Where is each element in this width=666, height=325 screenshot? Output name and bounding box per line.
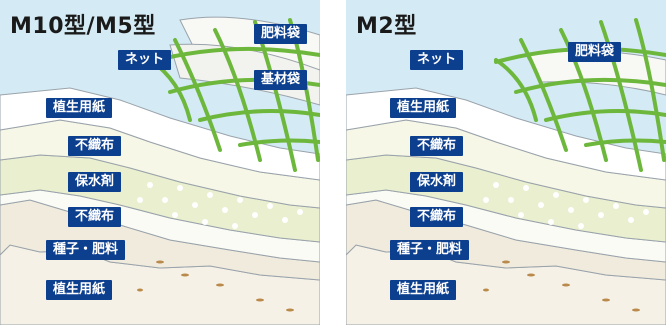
- panel-m2: M2型 ネット 肥料袋 植生用紙 不織布 保水剤 不織布 種子・肥料 植生用紙: [346, 0, 666, 325]
- panel-title: M10型/M5型: [10, 14, 156, 39]
- layer-diagram: [0, 0, 320, 325]
- label-water-retainer: 保水剤: [68, 172, 122, 192]
- label-nonwoven-top: 不織布: [410, 136, 464, 156]
- seed-marks: [483, 260, 640, 312]
- label-nonwoven-top: 不織布: [68, 136, 122, 156]
- water-retainer-dots: [483, 182, 649, 229]
- label-planting-paper-bottom: 植生用紙: [46, 280, 113, 300]
- label-planting-paper-top: 植生用紙: [46, 98, 113, 118]
- label-base-bag: 基材袋: [254, 70, 308, 90]
- seed-marks: [137, 260, 294, 312]
- label-net: ネット: [118, 50, 172, 70]
- label-planting-paper-bottom: 植生用紙: [390, 280, 457, 300]
- label-water-retainer: 保水剤: [410, 172, 464, 192]
- label-nonwoven-bottom: 不織布: [410, 207, 464, 227]
- water-retainer-dots: [137, 182, 303, 229]
- panel-title: M2型: [356, 14, 417, 39]
- label-fertilizer-bag: 肥料袋: [568, 42, 622, 62]
- label-nonwoven-bottom: 不織布: [68, 207, 122, 227]
- label-seed-fertilizer: 種子・肥料: [390, 240, 470, 260]
- panel-m10-m5: M10型/M5型 肥料袋 ネット 基材袋 植生用紙 不織布 保水剤 不織布 種子…: [0, 0, 320, 325]
- label-fertilizer-bag: 肥料袋: [254, 24, 308, 44]
- label-net: ネット: [410, 50, 464, 70]
- label-planting-paper-top: 植生用紙: [390, 98, 457, 118]
- label-seed-fertilizer: 種子・肥料: [46, 240, 126, 260]
